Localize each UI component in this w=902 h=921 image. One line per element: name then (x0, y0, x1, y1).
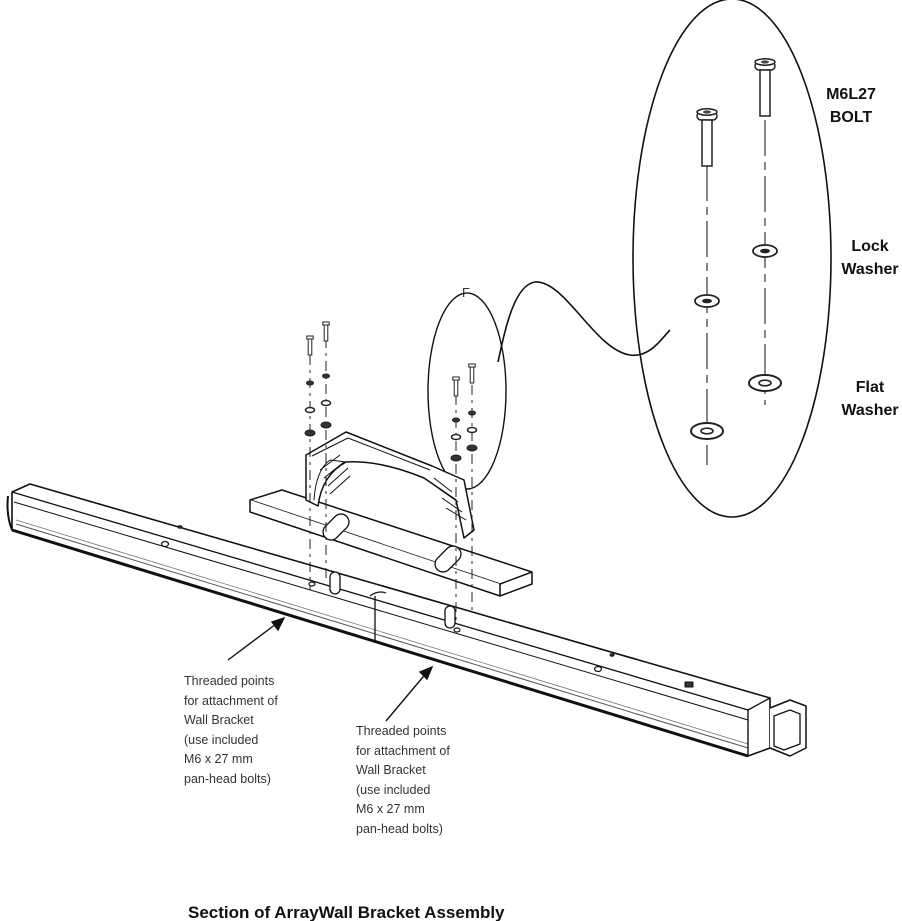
bolt-label: M6L27 BOLT (820, 83, 882, 129)
figure-caption: Section of ArrayWall Bracket Assembly (188, 903, 505, 921)
note-line: Wall Bracket (184, 713, 254, 727)
note-line: pan-head bolts) (356, 821, 443, 836)
threaded-point-arrows (227, 616, 434, 722)
threaded-points-note: Threaded points for attachment of Wall B… (356, 722, 450, 839)
bolt-label-line: BOLT (829, 109, 873, 126)
lock-washer-label: Lock Washer (834, 235, 902, 281)
flat-washer-label: Flat Washer (834, 376, 902, 422)
flat-washer-label-line: Flat (855, 379, 885, 396)
note-line: Threaded points (356, 724, 447, 738)
note-line: for attachment of (356, 743, 450, 758)
note-line: Threaded points (184, 674, 275, 688)
leader-curve (497, 281, 671, 363)
note-line: for attachment of (184, 693, 278, 708)
lock-washer-label-line: Lock (851, 238, 889, 255)
note-line: pan-head bolts) (184, 771, 271, 786)
note-line: (use included (184, 732, 259, 747)
arched-bracket (305, 431, 475, 539)
flat-washer-label-line: Washer (841, 402, 899, 419)
lock-washer-label-line: Washer (841, 261, 899, 278)
detail-bolt (754, 58, 776, 117)
bracket-bolts (304, 321, 478, 625)
wall-bracket-tube (6, 483, 807, 758)
detail-callout-ellipse (427, 292, 507, 490)
bolt-label-line: M6L27 (826, 86, 876, 103)
note-line: Wall Bracket (356, 763, 426, 777)
detail-callout-letter: F (462, 285, 470, 300)
threaded-points-note: Threaded points for attachment of Wall B… (184, 672, 278, 789)
note-line: (use included (356, 782, 431, 797)
mounting-plate (249, 489, 533, 597)
detail-ellipse (632, 0, 832, 518)
note-line: M6 x 27 mm (184, 752, 253, 766)
note-line: M6 x 27 mm (356, 802, 425, 816)
detail-bolt (696, 108, 718, 167)
